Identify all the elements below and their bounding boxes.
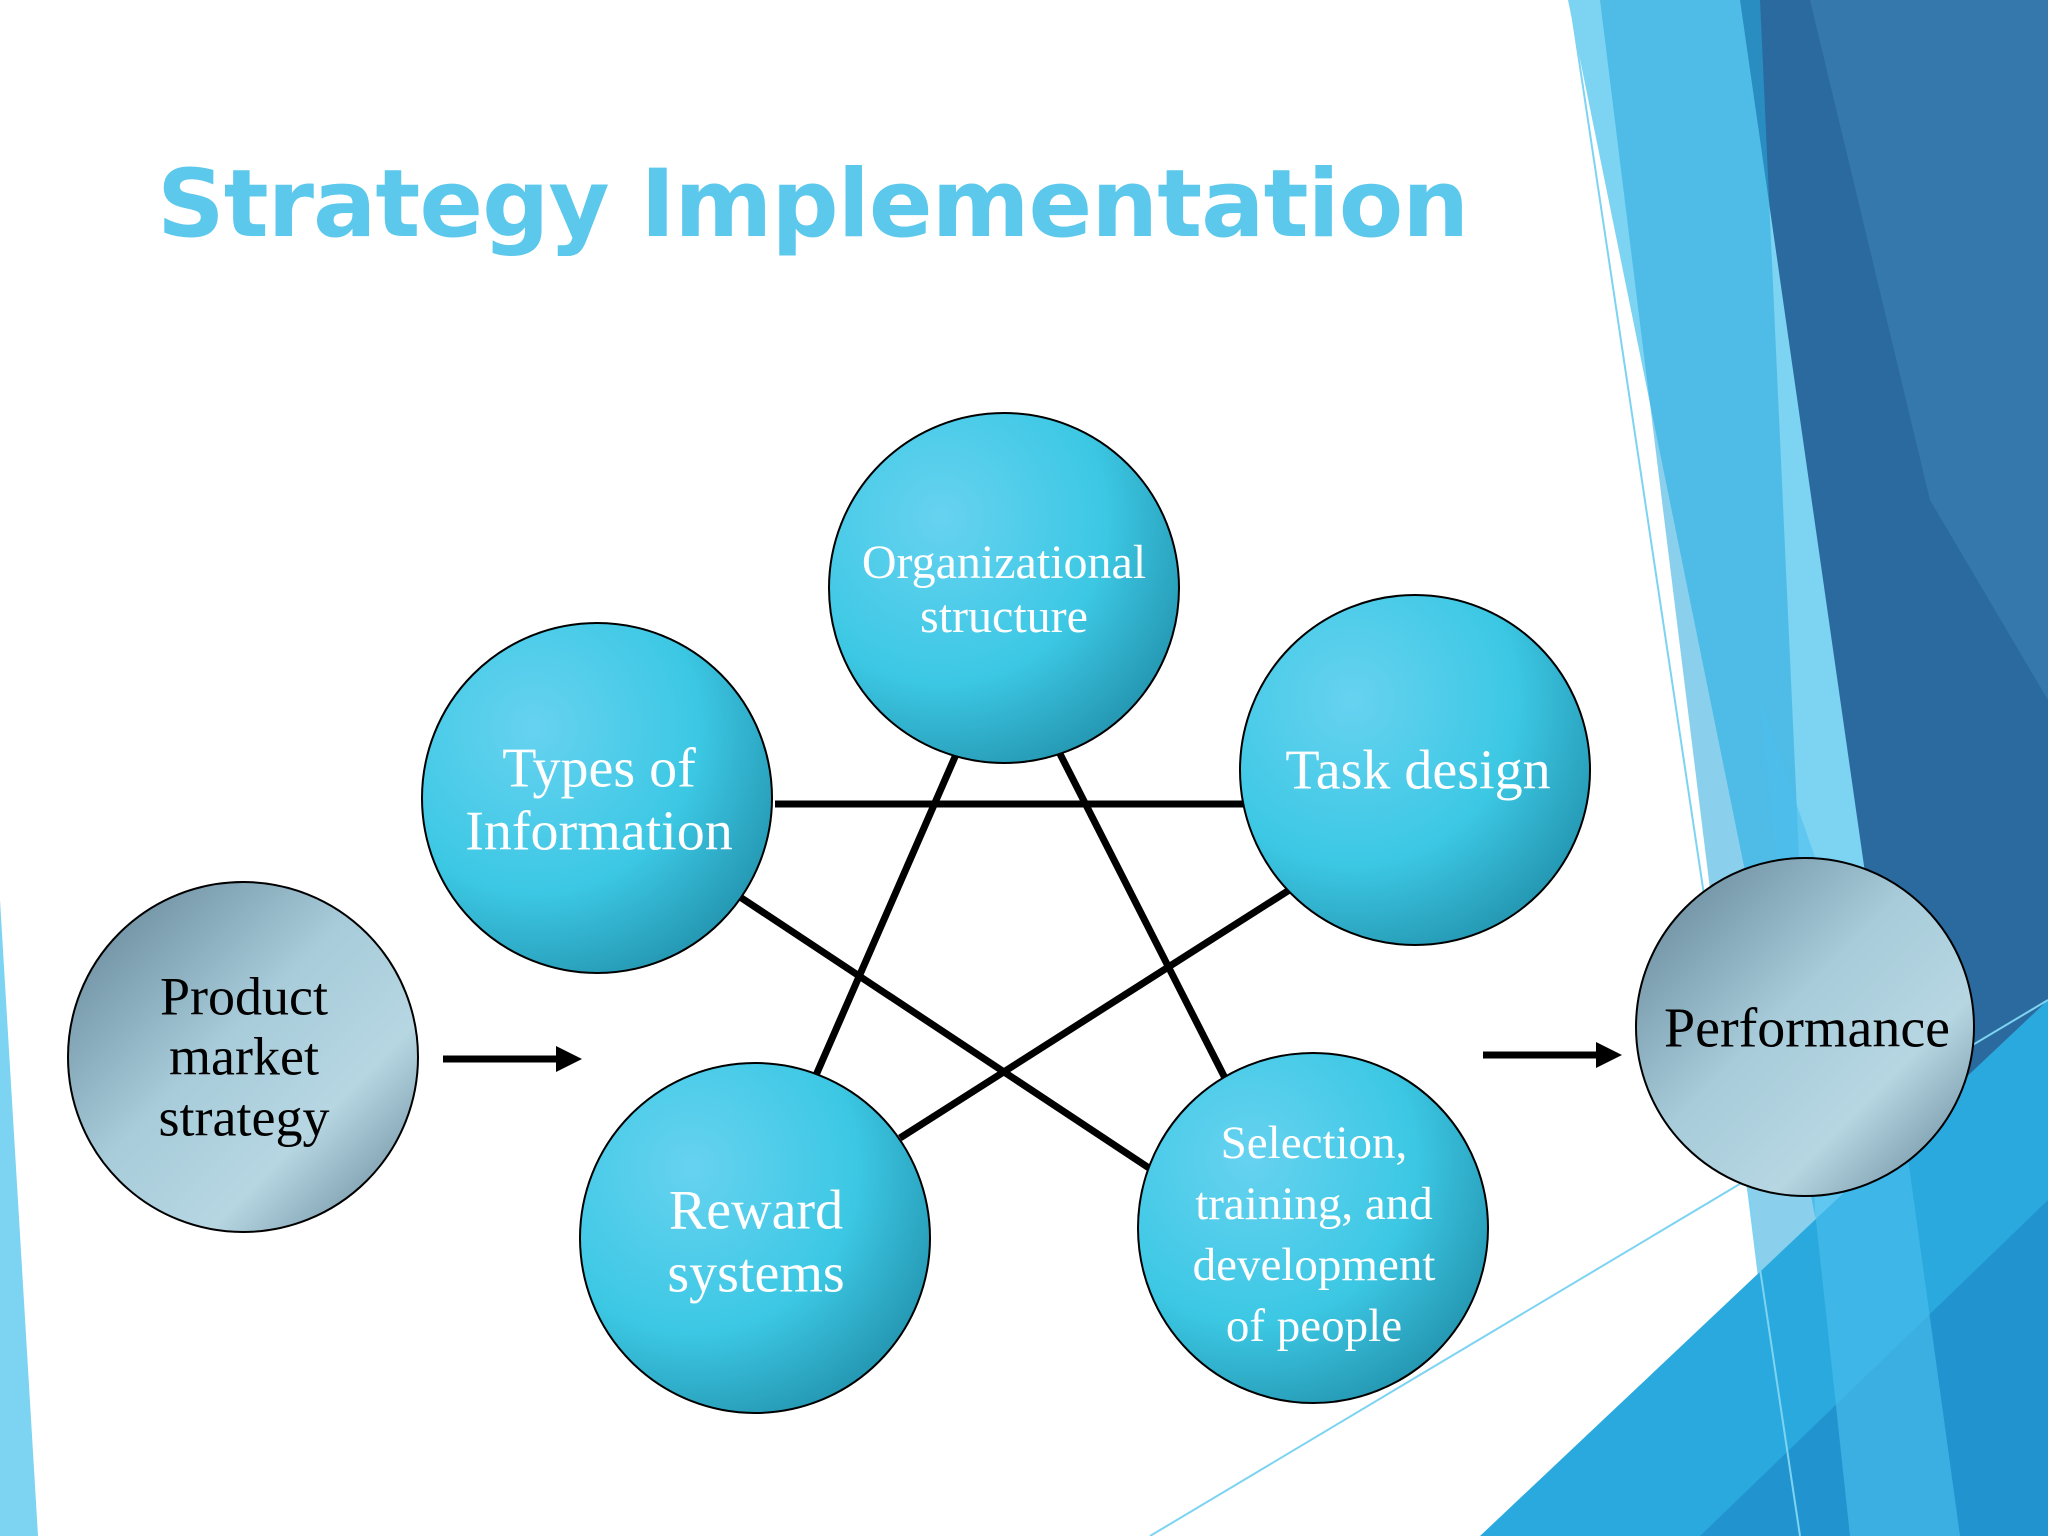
label-organizational-structure: Organizational structure [862, 536, 1146, 644]
label-product-market-strategy: Product market strategy [159, 966, 330, 1147]
circle-reward-systems [579, 1062, 931, 1414]
label-line: Product [159, 966, 328, 1027]
circle-product-market-strategy [67, 881, 419, 1233]
label-line: Information [465, 801, 733, 863]
connection-org-reward [809, 748, 962, 1084]
label-performance: Performance [1664, 997, 1950, 1060]
circle-types-of-information [421, 622, 773, 974]
circle-performance [1635, 857, 1975, 1197]
circle-task-design [1239, 594, 1591, 946]
label-line: strategy [158, 1087, 330, 1148]
label-line: Selection, [1220, 1116, 1408, 1169]
label-line: Types of [502, 737, 696, 800]
label-line: of people [1225, 1300, 1403, 1353]
label-types-of-information: Types of Information [465, 738, 732, 865]
label-line: market [169, 1026, 319, 1087]
label-line: Reward [668, 1179, 844, 1242]
circle-organizational-structure [828, 412, 1180, 764]
connection-task-reward [898, 884, 1296, 1141]
slide-title: Strategy Implementation [157, 150, 1469, 259]
label-selection-training: Selection, training, and development of … [1193, 1113, 1436, 1357]
label-line: structure [920, 590, 1088, 643]
star-connections [738, 746, 1296, 1173]
label-line: Performance [1663, 997, 1951, 1060]
flow-arrow-out [1483, 1042, 1622, 1068]
label-task-design: Task design [1285, 739, 1550, 802]
label-line: Organizational [861, 535, 1147, 589]
connection-info-select [738, 894, 1154, 1173]
flow-arrow-in [443, 1046, 582, 1072]
label-line: development [1192, 1239, 1436, 1291]
label-line: systems [667, 1243, 845, 1305]
left-decoration [0, 900, 38, 1536]
label-reward-systems: Reward systems [667, 1180, 844, 1307]
label-line: Task design [1285, 739, 1551, 802]
circle-selection-training [1137, 1052, 1489, 1404]
connection-org-select [1053, 746, 1231, 1084]
label-line: training, and [1195, 1177, 1433, 1230]
